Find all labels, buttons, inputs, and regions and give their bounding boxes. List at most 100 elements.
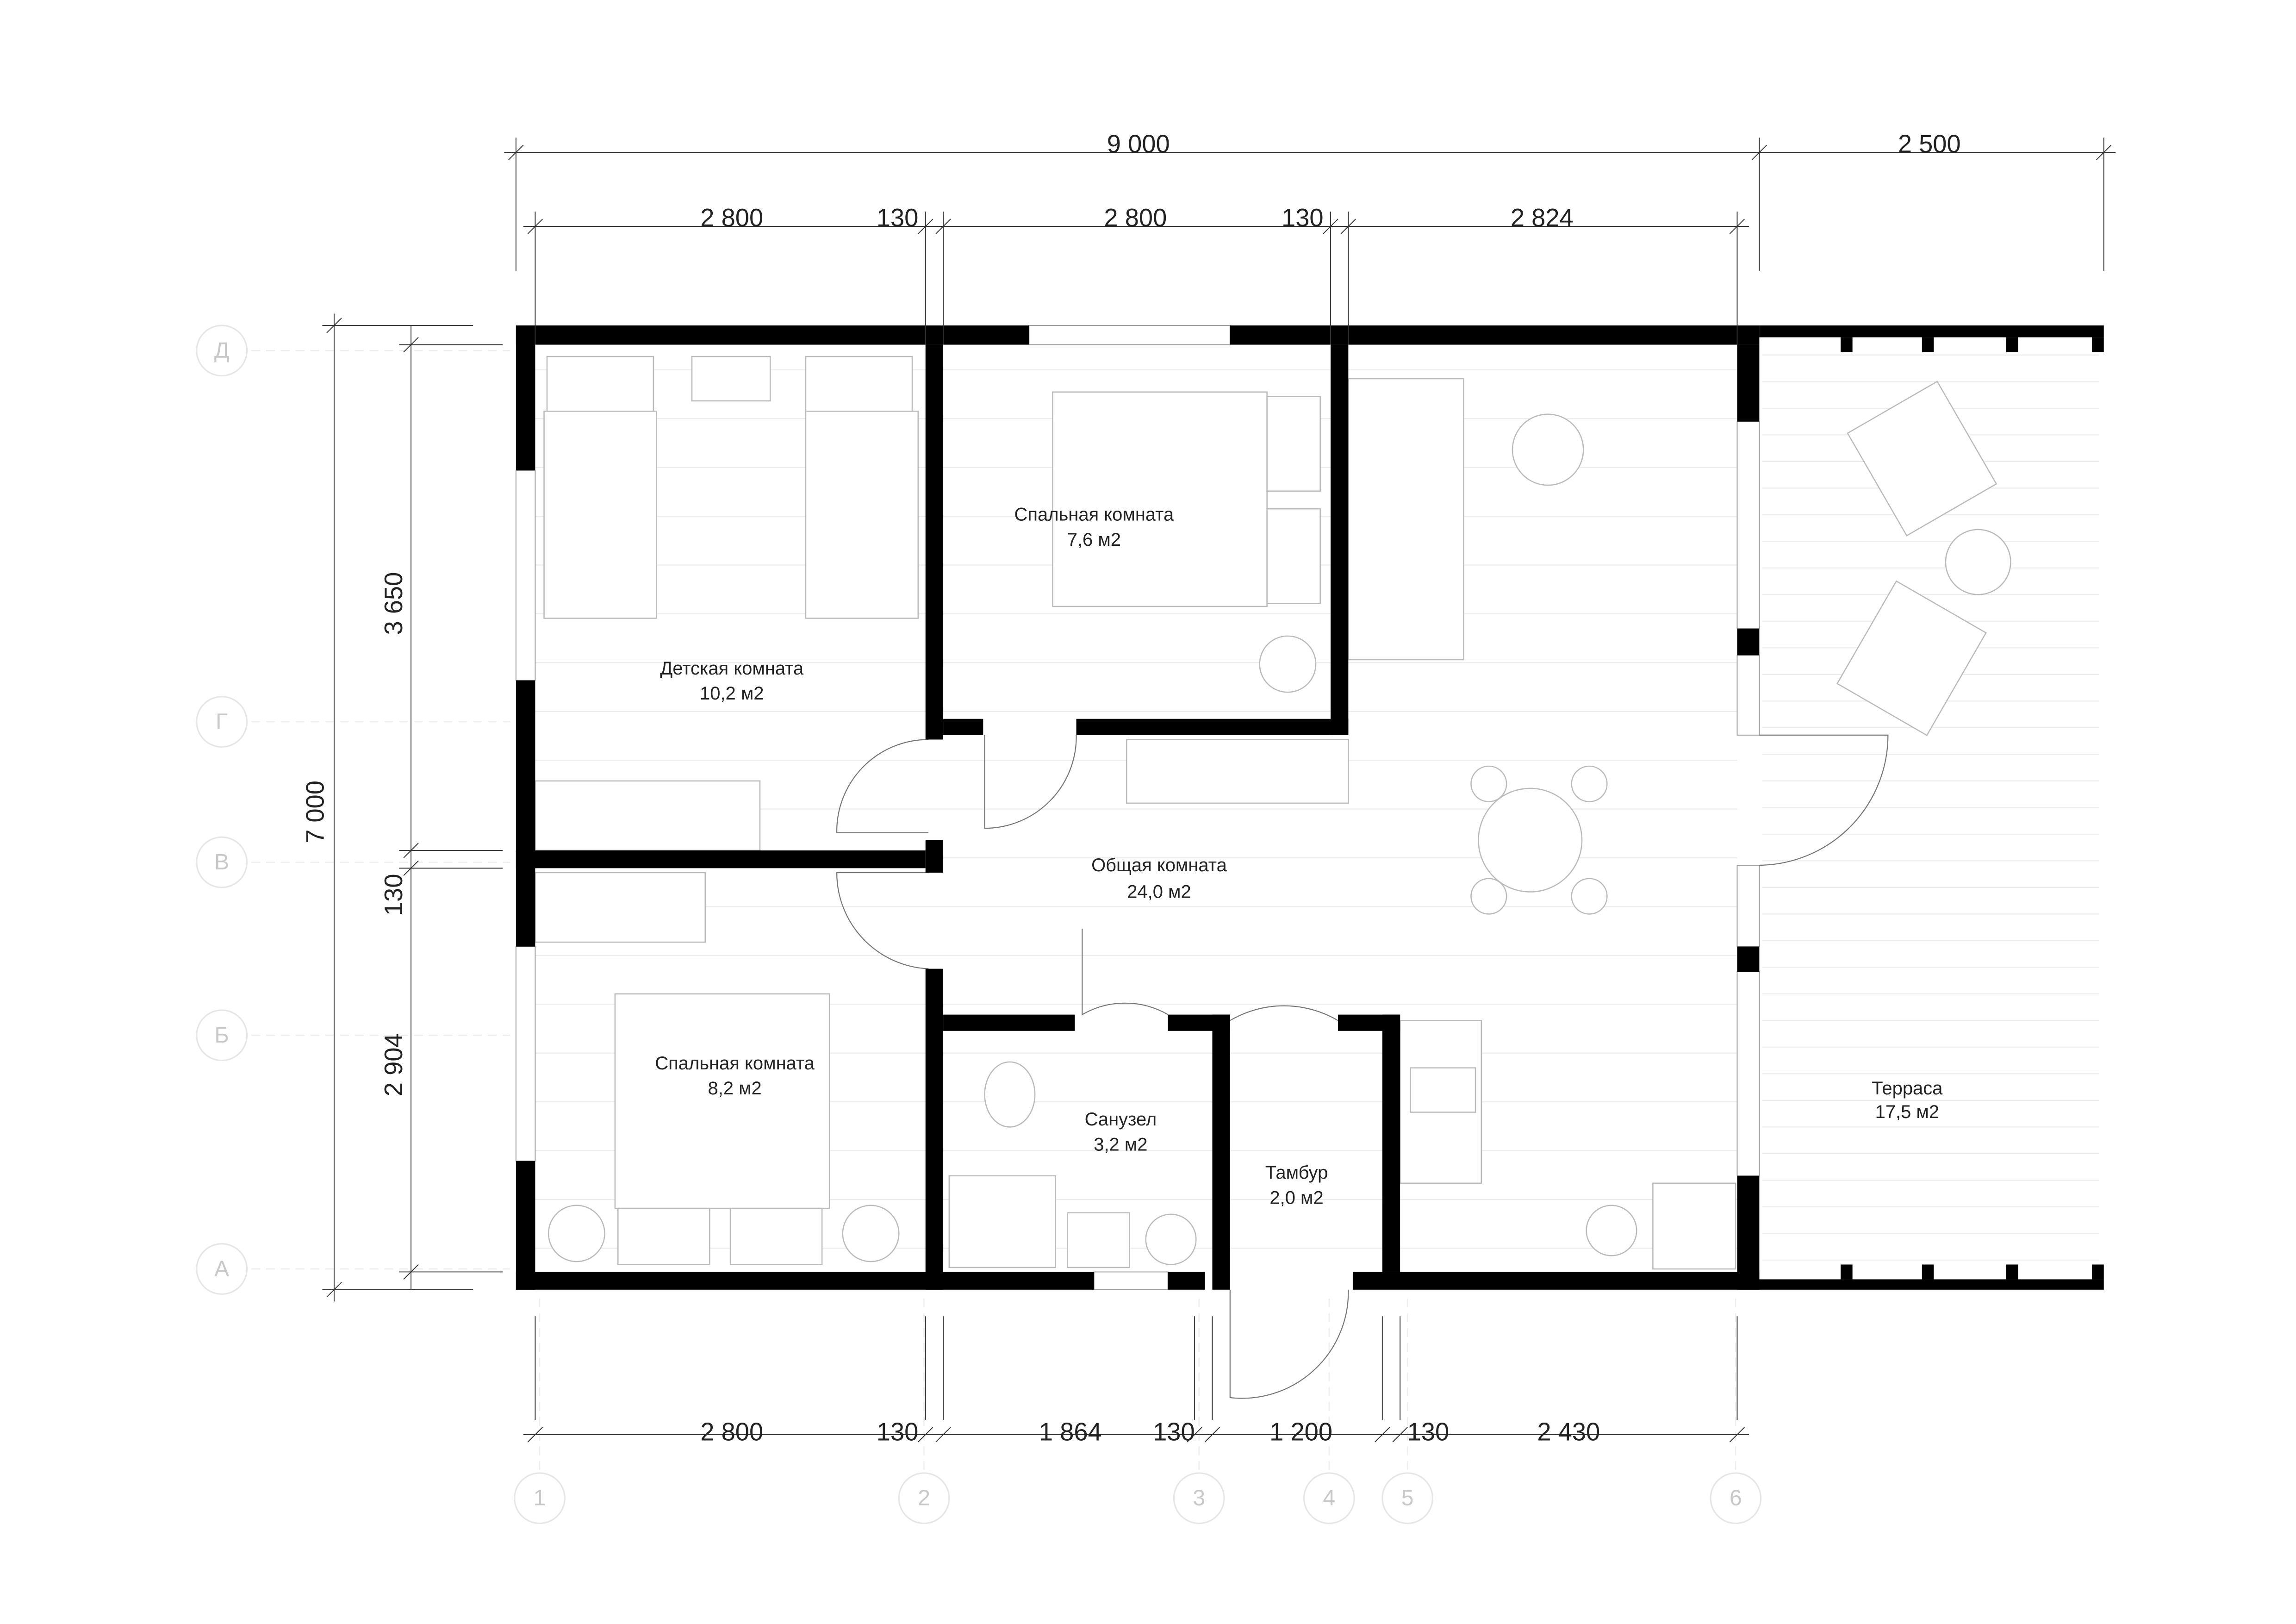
fridge bbox=[1652, 1182, 1736, 1270]
axis-col-3: 3 bbox=[1193, 1486, 1205, 1511]
dimension-tick bbox=[1751, 144, 1767, 160]
dimension-tick bbox=[2096, 144, 2112, 160]
dim-top-4: 130 bbox=[1282, 204, 1324, 232]
door-bedroom-1 bbox=[984, 735, 1077, 829]
nightstand bbox=[617, 1207, 710, 1265]
washing-machine bbox=[1067, 1212, 1130, 1268]
axis-col-6: 6 bbox=[1730, 1486, 1742, 1511]
room-bedroom-1: Спальная комната 7,6 м2 bbox=[1014, 505, 1174, 550]
dimension-tick bbox=[508, 144, 524, 160]
window bbox=[515, 946, 536, 1162]
dimension-tick bbox=[403, 1264, 419, 1280]
shower bbox=[948, 1175, 1057, 1268]
window bbox=[1028, 325, 1231, 345]
wardrobe bbox=[1126, 739, 1349, 804]
terrace-table bbox=[1945, 529, 2011, 595]
room-name: Общая комната bbox=[1091, 855, 1227, 875]
room-area: 7,6 м2 bbox=[1067, 530, 1121, 550]
dimension-tick bbox=[1375, 1427, 1390, 1443]
dim-top-1: 2 800 bbox=[700, 204, 763, 232]
bed bbox=[805, 411, 919, 619]
dimension-tick bbox=[1204, 1427, 1220, 1443]
terrace-post bbox=[2092, 1264, 2104, 1280]
dim-left-overall: 7 000 bbox=[301, 781, 330, 843]
wall bbox=[1759, 325, 2104, 337]
coffee-table bbox=[1512, 413, 1584, 486]
window bbox=[1736, 971, 1760, 1176]
wall bbox=[925, 344, 944, 740]
dimension-tick bbox=[918, 219, 933, 234]
sun-lounger bbox=[1847, 381, 1997, 537]
dimension-tick bbox=[403, 337, 419, 353]
axis-row-markers: Д Г В Б А bbox=[196, 325, 248, 1295]
wall bbox=[1737, 1175, 1760, 1290]
axis-column-markers: 1 2 3 4 5 6 bbox=[514, 1472, 1762, 1524]
wall bbox=[925, 968, 944, 1290]
stool bbox=[548, 1205, 605, 1262]
dimension-tick bbox=[1323, 219, 1338, 234]
room-bathroom: Санузел 3,2 м2 bbox=[1085, 1109, 1157, 1155]
room-area: 24,0 м2 bbox=[1127, 881, 1191, 902]
sink bbox=[1586, 1205, 1637, 1256]
wall bbox=[1212, 1014, 1230, 1290]
dim-top-5: 2 824 bbox=[1511, 204, 1574, 232]
wall bbox=[1352, 1272, 1760, 1290]
doors bbox=[836, 734, 1889, 1399]
wall bbox=[1759, 1279, 2104, 1290]
chair bbox=[1470, 878, 1507, 915]
terrace-post bbox=[1922, 1264, 1934, 1280]
room-name: Детская комната bbox=[660, 658, 804, 679]
dimension-tick bbox=[935, 1427, 951, 1443]
room-name: Тамбур bbox=[1265, 1162, 1328, 1183]
dimension-tick bbox=[1392, 1427, 1408, 1443]
dim-bottom-6: 130 bbox=[1407, 1418, 1450, 1446]
axis-row-b: Б bbox=[214, 1023, 229, 1048]
wall bbox=[943, 718, 983, 735]
door-bedroom-2 bbox=[836, 872, 929, 969]
pillow bbox=[805, 356, 913, 412]
dim-bottom-1: 2 800 bbox=[700, 1418, 763, 1446]
axis-col-1: 1 bbox=[534, 1486, 546, 1511]
dim-top-3: 2 800 bbox=[1104, 204, 1167, 232]
wall bbox=[1737, 946, 1760, 972]
dim-bottom-5: 1 200 bbox=[1269, 1418, 1332, 1446]
room-name: Спальная комната bbox=[655, 1053, 815, 1074]
dimension-tick bbox=[403, 843, 419, 858]
window bbox=[1736, 865, 1760, 947]
terrace-post bbox=[2006, 1264, 2018, 1280]
axis-col-4: 4 bbox=[1323, 1486, 1335, 1511]
axis-row-a: А bbox=[214, 1257, 229, 1281]
dim-bottom-4: 130 bbox=[1153, 1418, 1195, 1446]
wall bbox=[1076, 718, 1349, 735]
walls bbox=[516, 325, 2104, 1290]
room-area: 3,2 м2 bbox=[1094, 1135, 1147, 1155]
wardrobe bbox=[535, 872, 706, 943]
dimension-tick bbox=[918, 1427, 933, 1443]
wall bbox=[943, 1014, 1075, 1031]
dim-bottom-3: 1 864 bbox=[1039, 1418, 1102, 1446]
terrace-post bbox=[2092, 337, 2104, 352]
room-name: Спальная комната bbox=[1014, 505, 1174, 525]
room-vestibule: Тамбур 2,0 м2 bbox=[1265, 1162, 1328, 1208]
terrace-post bbox=[1922, 337, 1934, 352]
wall bbox=[516, 850, 926, 868]
toilet bbox=[984, 1061, 1036, 1128]
chair bbox=[1571, 765, 1608, 802]
double-bed bbox=[614, 993, 830, 1209]
wall bbox=[1168, 1272, 1205, 1290]
nightstand bbox=[1266, 396, 1321, 492]
wall bbox=[516, 325, 535, 471]
room-area: 2,0 м2 bbox=[1269, 1188, 1323, 1208]
wall bbox=[1382, 1014, 1400, 1272]
window bbox=[1736, 421, 1760, 629]
room-name: Санузел bbox=[1085, 1109, 1157, 1130]
wall bbox=[1230, 325, 1760, 345]
terrace-post bbox=[1841, 1264, 1853, 1280]
room-name: Терраса bbox=[1872, 1078, 1943, 1099]
furniture bbox=[535, 356, 2011, 1270]
dim-top-overall-house: 9 000 bbox=[1107, 130, 1170, 158]
wall bbox=[925, 840, 944, 873]
window bbox=[515, 470, 536, 681]
dimension-tick bbox=[527, 219, 543, 234]
